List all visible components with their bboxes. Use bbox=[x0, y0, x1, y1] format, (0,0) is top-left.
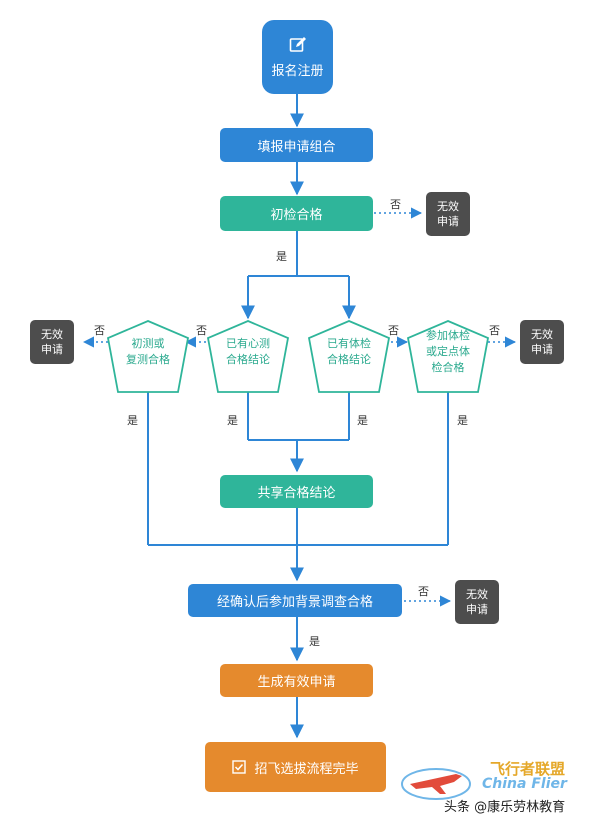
logo-cn: 飞行者联盟 bbox=[490, 760, 566, 778]
edit-icon bbox=[289, 36, 306, 52]
invalid-box-1: 无效申请 bbox=[426, 192, 470, 236]
step-fill-application: 填报申请组合 bbox=[220, 128, 373, 162]
pentagon-p2 bbox=[206, 320, 290, 393]
step-confirm-background: 经确认后参加背景调查合格 bbox=[188, 584, 402, 617]
start-label: 报名注册 bbox=[271, 63, 324, 79]
pentagon-p1 bbox=[106, 320, 190, 393]
yes-label-2: 是 bbox=[127, 414, 138, 427]
invalid-box-3: 无效申请 bbox=[520, 320, 564, 364]
pentagon-p3-label: 已有体检 合格结论 bbox=[327, 337, 371, 366]
yes-label-4: 是 bbox=[357, 414, 368, 427]
watermark-credit: 头条 @康乐劳林教育 bbox=[444, 800, 566, 815]
yes-label-5: 是 bbox=[457, 414, 468, 427]
yes-label-1: 是 bbox=[276, 250, 287, 263]
finish-label: 招飞选拔流程完毕 bbox=[254, 761, 359, 777]
step-generate-valid: 生成有效申请 bbox=[220, 664, 373, 697]
invalid-box-2: 无效申请 bbox=[30, 320, 74, 364]
no-label-6: 否 bbox=[418, 585, 429, 598]
pentagon-p3 bbox=[307, 320, 391, 393]
invalid-box-4: 无效申请 bbox=[455, 580, 499, 624]
yes-label-3: 是 bbox=[227, 414, 238, 427]
watermark-logo: 飞行者联盟 China Flier bbox=[396, 758, 586, 808]
yes-label-6: 是 bbox=[309, 635, 320, 648]
step-initial-check: 初检合格 bbox=[220, 196, 373, 231]
finish-node: 招飞选拔流程完毕 bbox=[205, 742, 386, 792]
start-node: 报名注册 bbox=[262, 20, 333, 94]
pentagon-p4-label: 参加体检 或定点体 检合格 bbox=[426, 329, 470, 374]
no-label-3: 否 bbox=[196, 324, 207, 337]
no-label-5: 否 bbox=[489, 324, 500, 337]
pentagon-p2-label: 已有心测 合格结论 bbox=[226, 337, 270, 366]
logo-en: China Flier bbox=[482, 776, 567, 792]
checkbox-icon bbox=[232, 760, 247, 774]
pentagon-p4 bbox=[406, 320, 490, 393]
no-label-4: 否 bbox=[388, 324, 399, 337]
airplane-logo-icon bbox=[401, 768, 471, 800]
step-shared-result: 共享合格结论 bbox=[220, 475, 373, 508]
no-label-2: 否 bbox=[94, 324, 105, 337]
pentagon-p1-label: 初测或 复测合格 bbox=[126, 337, 170, 366]
no-label-1: 否 bbox=[390, 198, 401, 211]
